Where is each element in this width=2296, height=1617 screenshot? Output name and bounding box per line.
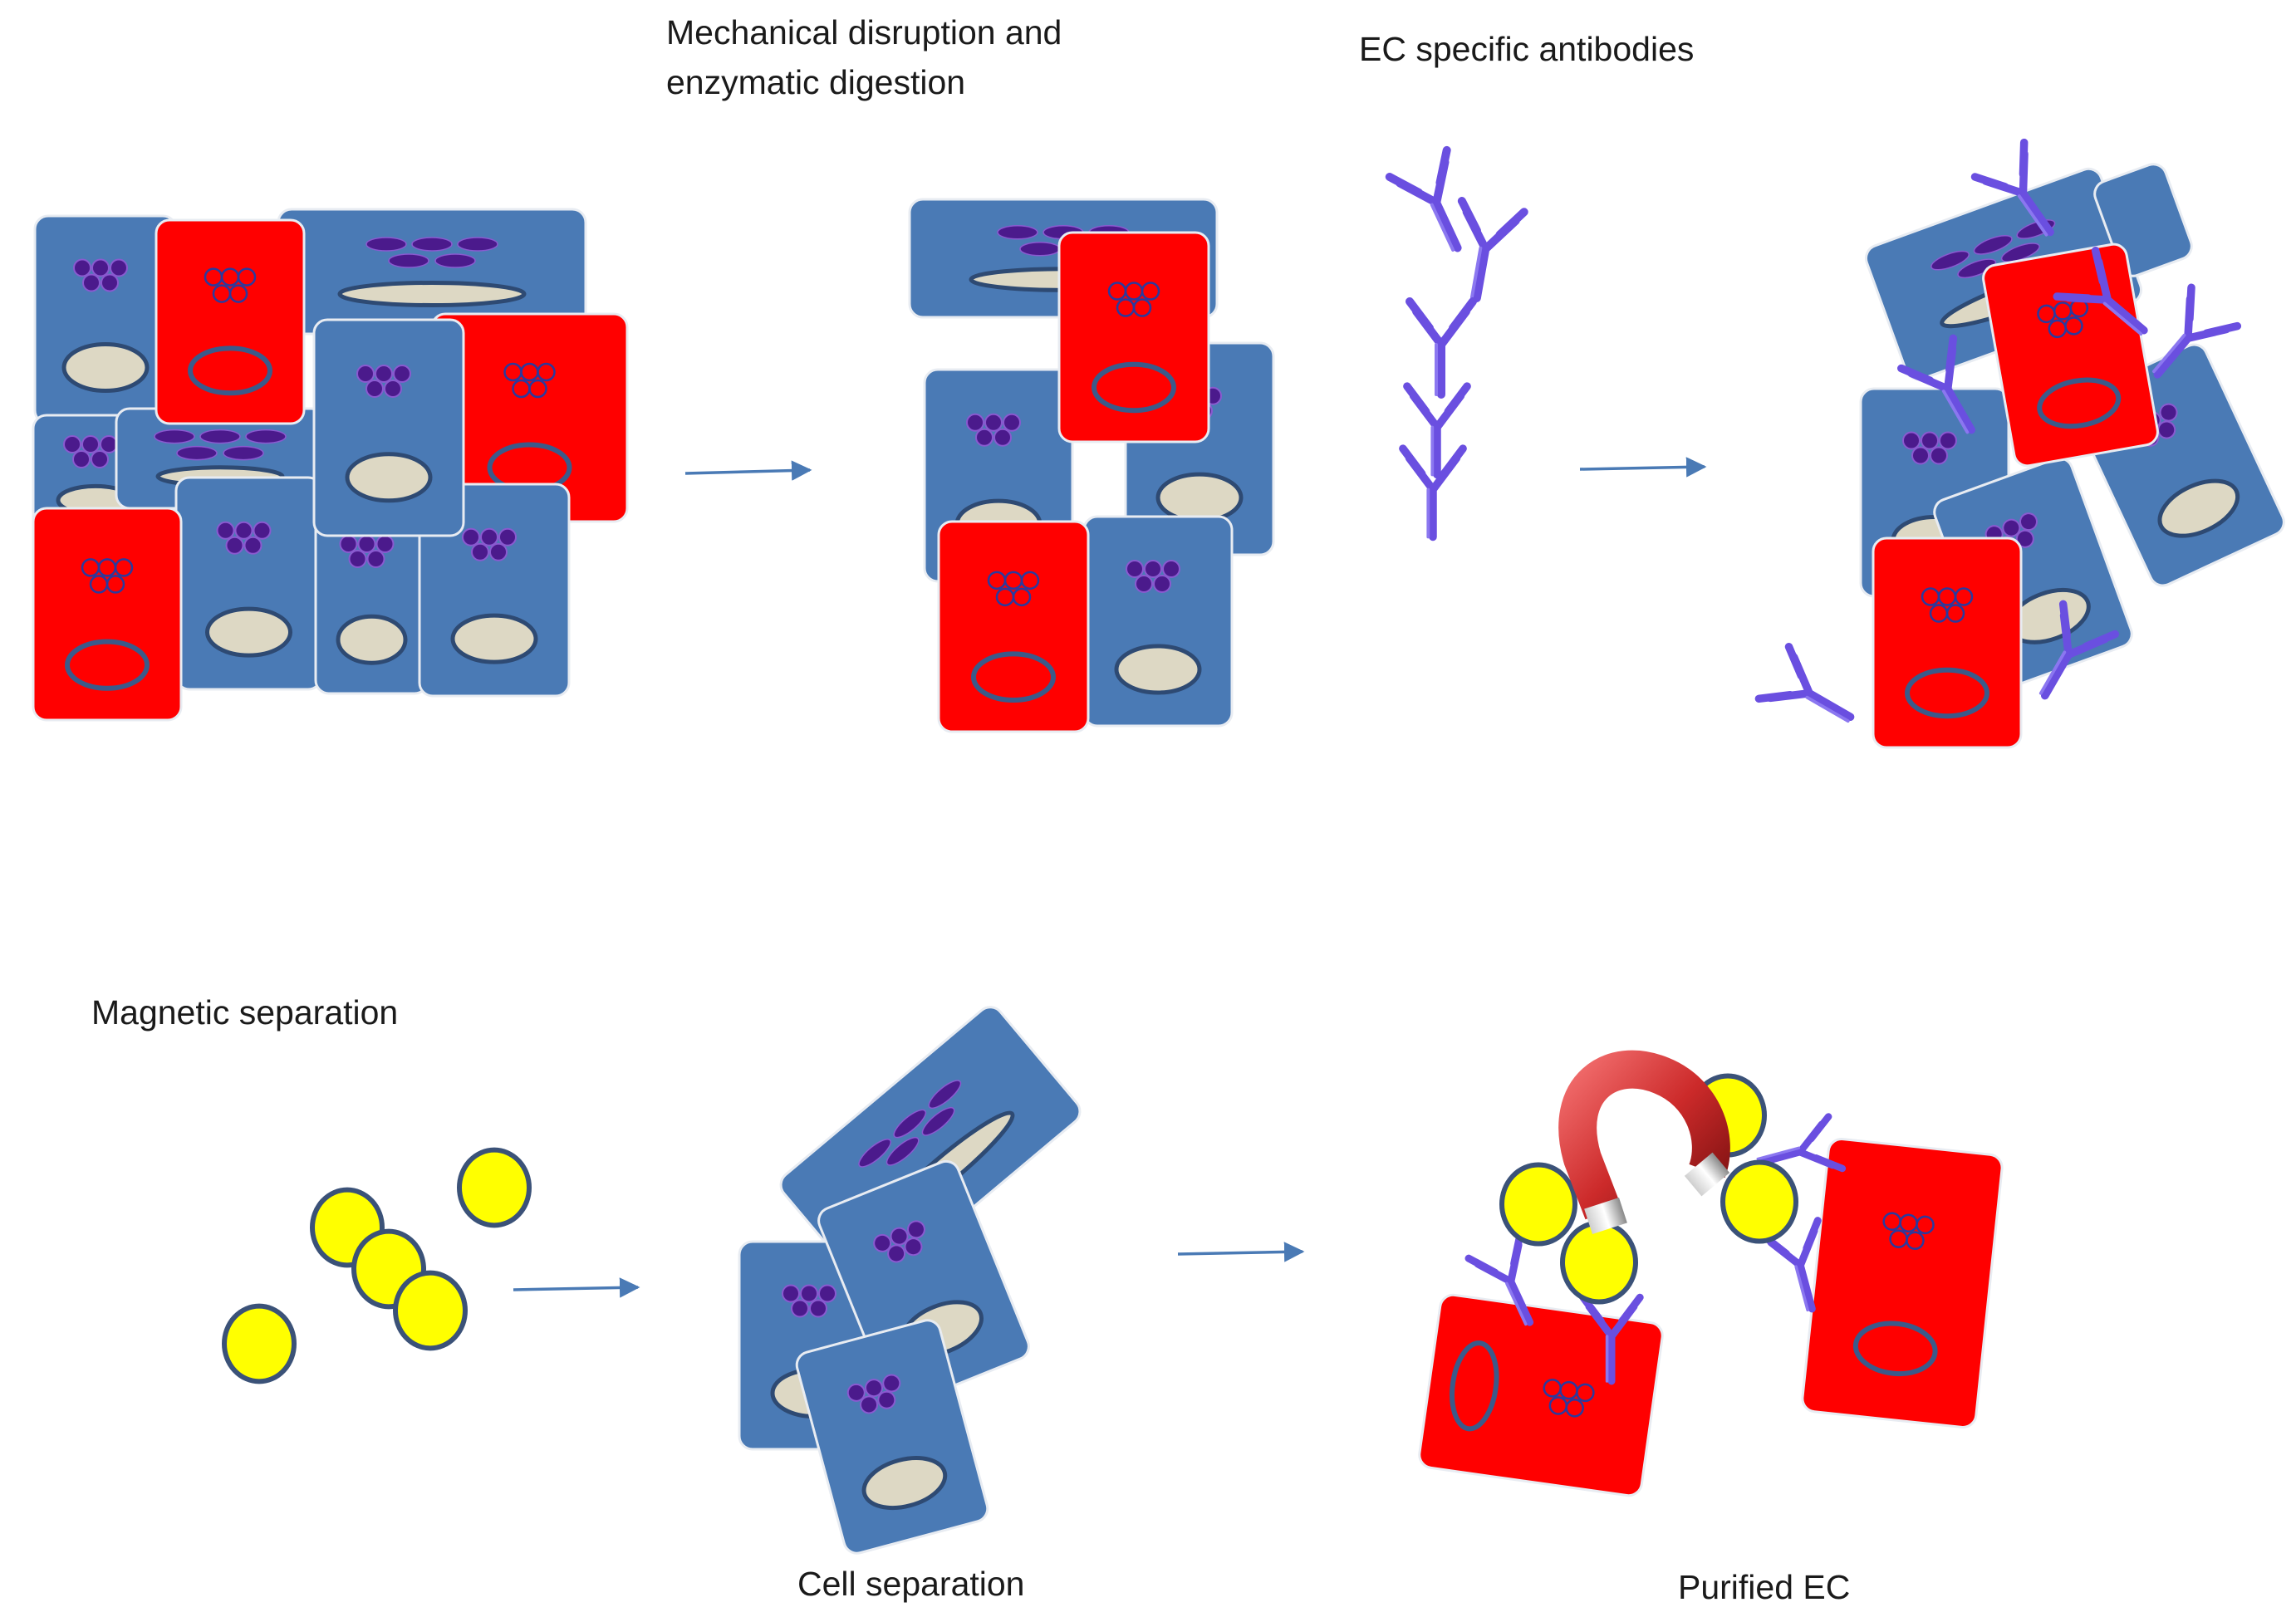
label-purified-ec: Purified EC [1678,1568,1851,1606]
antibody-y-icon [1897,334,1976,434]
arrow-4 [1177,1242,1305,1262]
disrupted-red-cell [1057,231,1210,443]
label-magnetic-separation: Magnetic separation [91,993,399,1031]
disrupted-tissue [908,198,1275,733]
magnetic-bead-icon [222,1303,297,1384]
separated-cells [738,1006,1082,1555]
antibody-y-icon [2151,283,2242,379]
label-mechanical-line2: enzymatic digestion [666,63,966,101]
antibody-y-icon [2038,600,2119,700]
magnetic-bead-icon [1720,1159,1798,1244]
disrupted-red-cell [937,520,1090,733]
horseshoe-magnet-icon [1558,1050,1730,1235]
antibody-y-icon [1385,145,1462,252]
magnetic-bead-icon [393,1270,468,1351]
tissue-blue-cell [174,476,323,691]
disrupted-blue-cell [1082,515,1234,728]
magnetic-bead-icon [1499,1162,1577,1247]
arrow-1 [684,460,812,481]
arrow-3 [513,1277,640,1298]
intact-tissue [32,208,629,722]
tissue-blue-cell [314,492,429,695]
antibody-y-icon [1970,138,2054,237]
antibody-y-icon [1406,297,1477,399]
antibody-y-icon [1403,382,1471,479]
antibody-labelled-cells [1754,138,2285,749]
separated-blue-cell [795,1319,989,1555]
tissue-blue-cell [418,483,571,698]
free-antibodies [1385,145,1528,541]
antibody-y-icon [1457,197,1528,302]
label-mechanical-line1: Mechanical disruption and [666,13,1062,51]
magnetic-beads [222,1147,532,1384]
magnetic-bead-icon [457,1147,532,1228]
labelled-red-cell [1872,537,2023,749]
magnetic-bead-icon [1560,1220,1638,1305]
tissue-blue-cell [33,214,178,425]
arrow-2 [1579,457,1707,478]
label-cell-separation: Cell separation [797,1565,1025,1603]
labelled-red-cell [1982,243,2159,468]
label-ec-antibodies: EC specific antibodies [1359,30,1695,68]
purified-red-cell [1418,1293,1664,1497]
antibody-y-icon [1464,1230,1534,1326]
tissue-red-cell [155,218,306,425]
antibody-y-icon [2053,246,2148,336]
antibody-y-icon [1399,444,1467,541]
purified-ec [1418,1050,2004,1497]
antibody-y-icon [1579,1293,1644,1385]
antibody-y-icon [1754,643,1855,723]
tissue-blue-cell [312,318,465,537]
purified-red-cell [1801,1138,2004,1428]
tissue-red-cell [32,507,183,722]
antibody-y-icon [1755,1113,1847,1173]
antibody-y-icon [1759,1217,1822,1313]
